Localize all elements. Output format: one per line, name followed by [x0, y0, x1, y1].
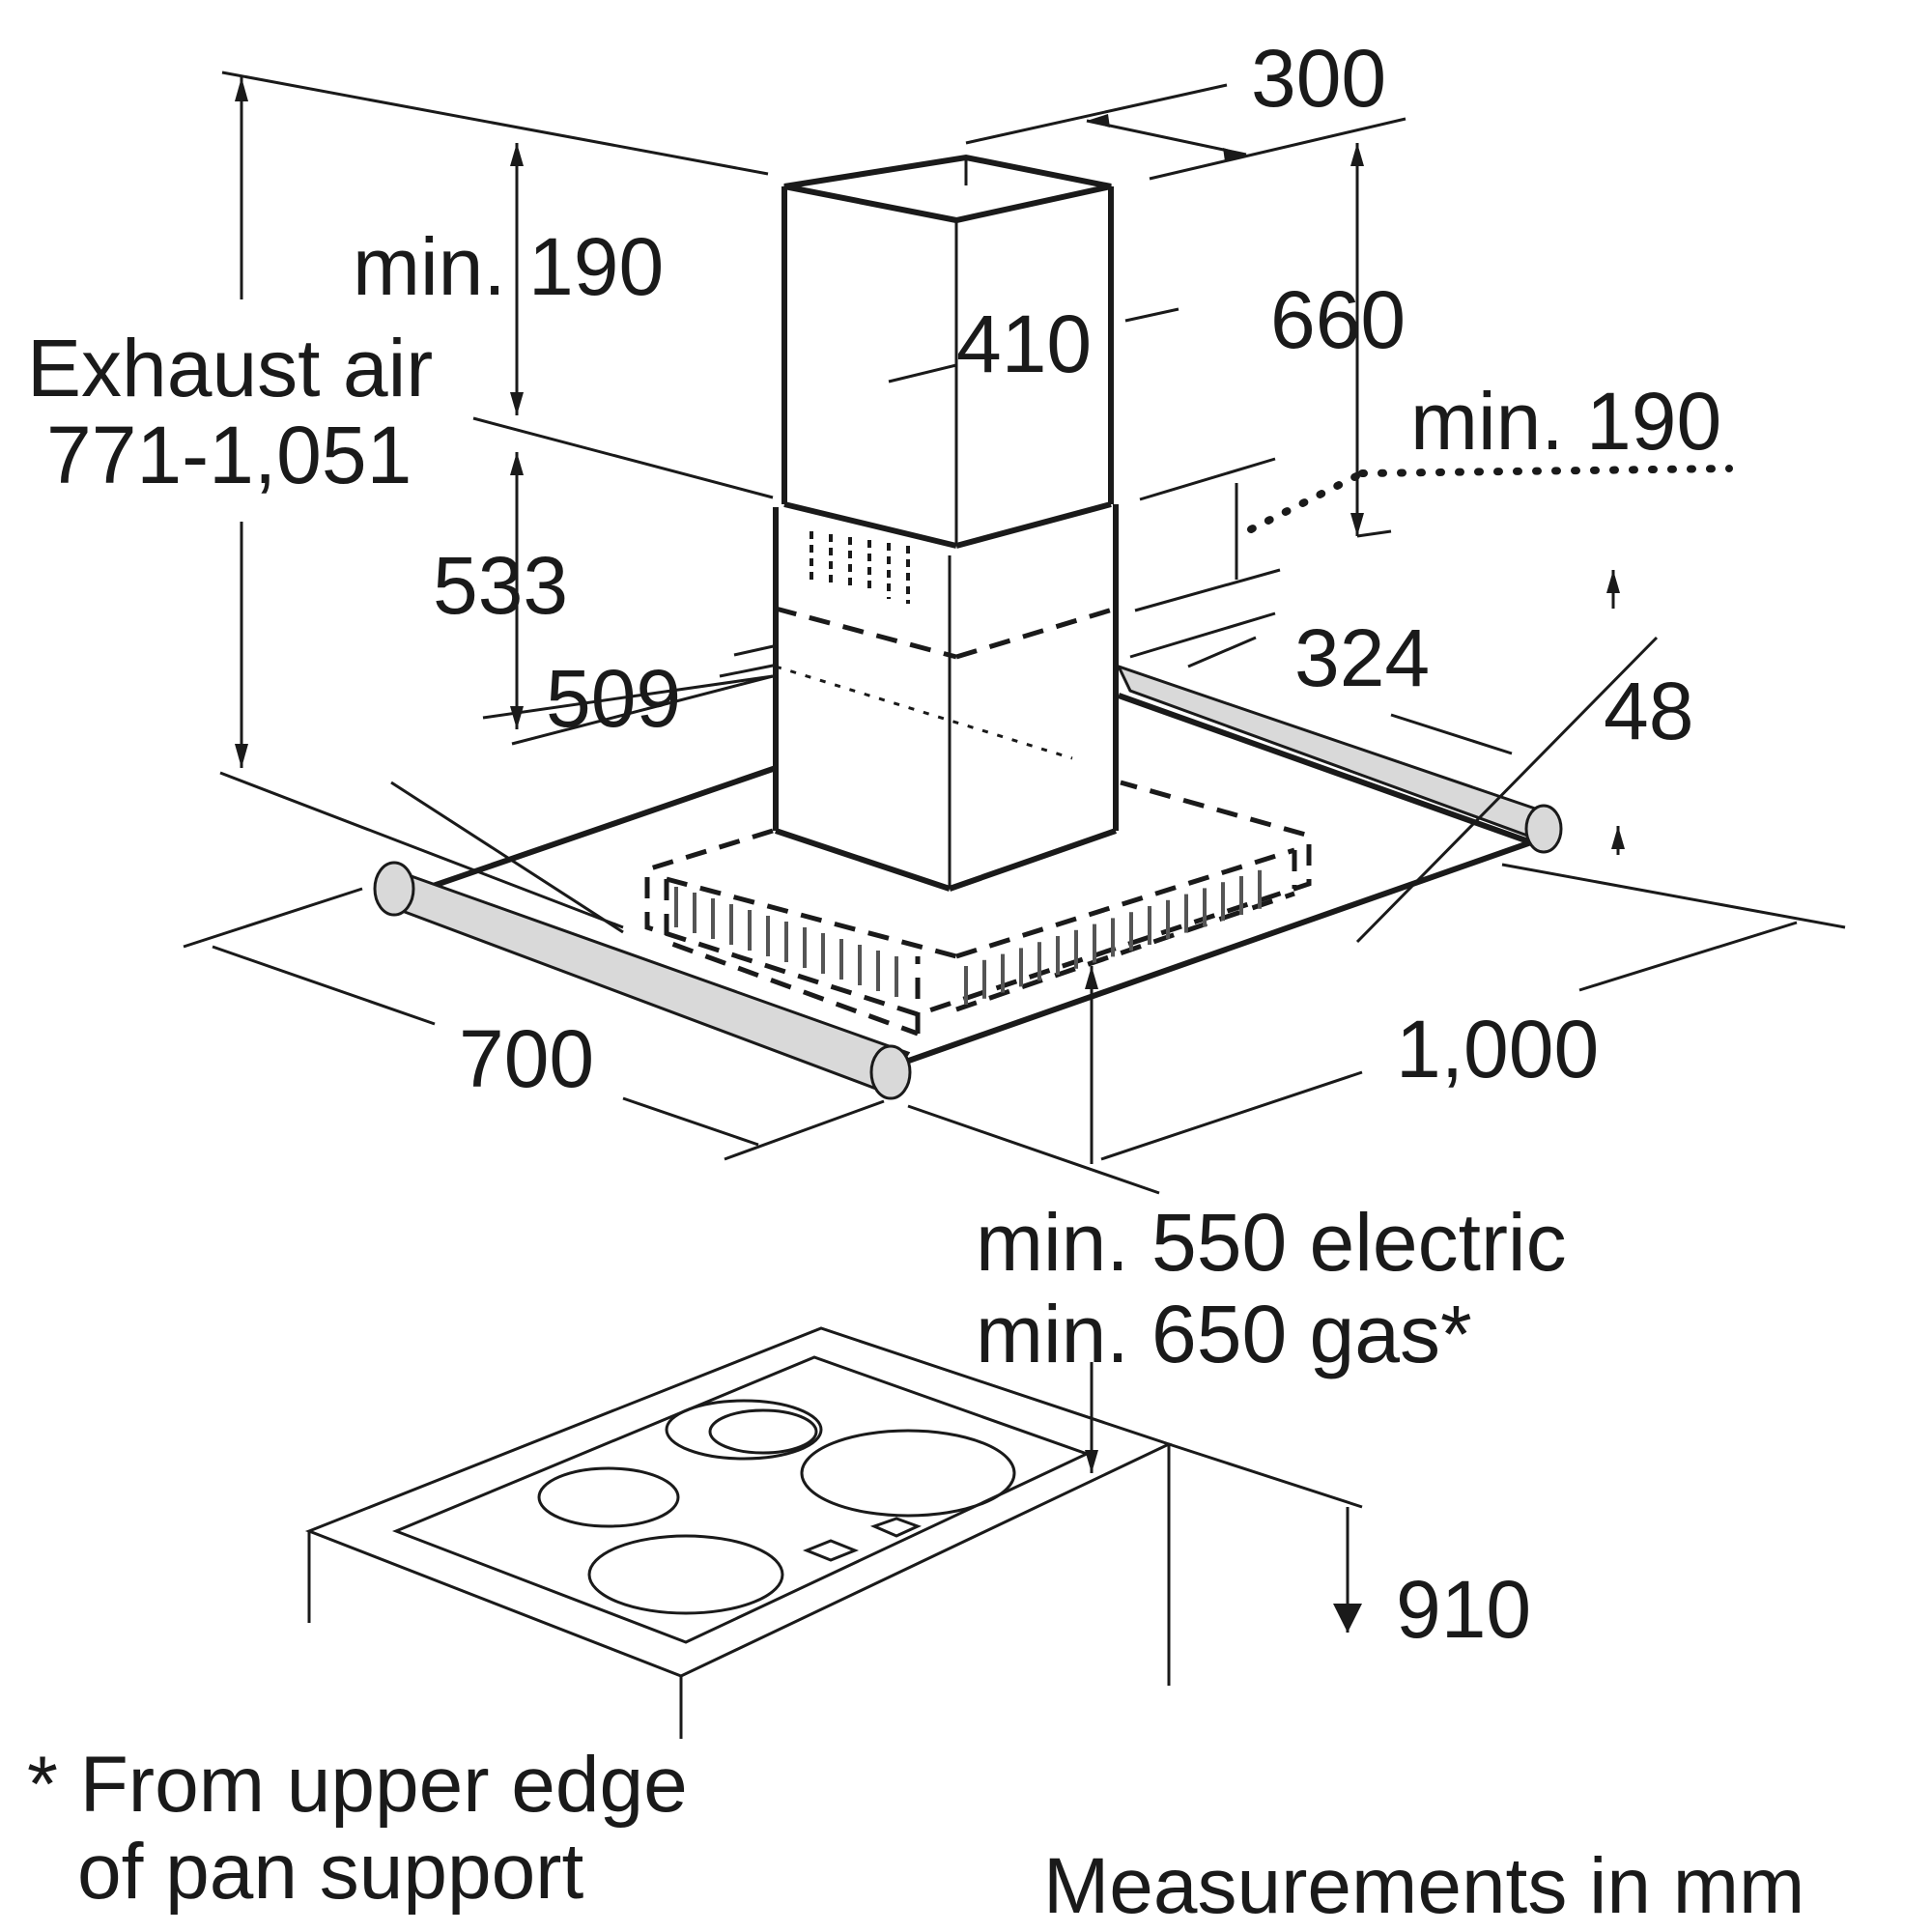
- dim-min-190-top: min. 190: [353, 221, 664, 312]
- lower-chimney: [773, 504, 1119, 892]
- hob-zone-middle-left: [537, 1466, 680, 1528]
- hob-zone-back-right: [800, 1429, 1016, 1518]
- filter-grille: [674, 869, 1262, 1005]
- dim-660: 660: [1270, 274, 1406, 365]
- frame: [373, 664, 1563, 1100]
- dim-410: 410: [956, 298, 1092, 389]
- hob-zone-front: [587, 1534, 784, 1615]
- units-note: Measurements in mm: [1043, 1842, 1804, 1930]
- hob-control-2: [869, 1517, 922, 1538]
- exhaust-air-range: 771-1,051: [46, 410, 412, 500]
- dim-533: 533: [433, 540, 568, 631]
- dim-324: 324: [1294, 612, 1430, 703]
- dim-min-190-right: min. 190: [1410, 376, 1721, 467]
- dim-1000: 1,000: [1396, 1004, 1599, 1094]
- dim-300: 300: [1251, 33, 1386, 124]
- dimension-lines: [183, 71, 1846, 1473]
- upper-chimney: [781, 154, 1114, 549]
- hob-control-1: [802, 1539, 860, 1562]
- exhaust-air-label: Exhaust air: [27, 323, 433, 413]
- dim-700: 700: [459, 1013, 594, 1104]
- hob-zone-back-left: [665, 1399, 823, 1461]
- dim-48: 48: [1604, 666, 1693, 756]
- hob-zone-back-left-inner: [708, 1408, 818, 1455]
- min-gas-label: min. 650 gas*: [976, 1289, 1472, 1379]
- footnote-line-1: * From upper edge: [27, 1741, 688, 1829]
- footnote-line-2: of pan support: [77, 1828, 583, 1916]
- dim-910: 910: [1396, 1564, 1531, 1655]
- vent-grille: [810, 531, 910, 604]
- canopy-outline: [644, 780, 1312, 1037]
- dim-509: 509: [546, 653, 681, 744]
- min-electric-label: min. 550 electric: [976, 1197, 1567, 1288]
- worktop-hob: [304, 1326, 1363, 1739]
- labels: 300 min. 190 Exhaust air 771-1,051 410 6…: [27, 33, 1804, 1930]
